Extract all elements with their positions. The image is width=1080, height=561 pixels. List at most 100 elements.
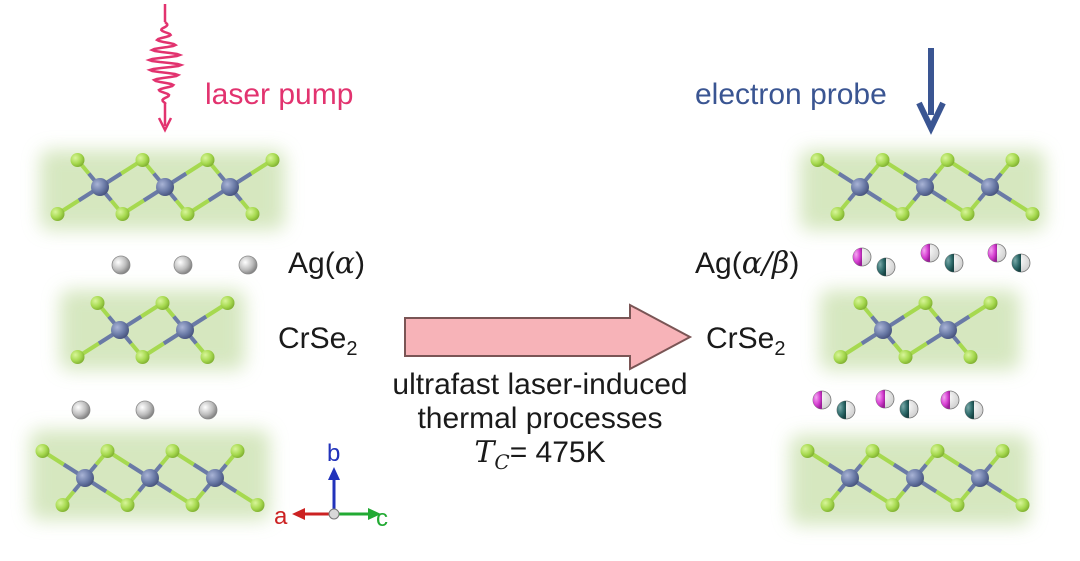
se-atom [100, 444, 115, 458]
cr-atom [141, 469, 159, 487]
se-atom [885, 498, 900, 512]
se-atom [1015, 498, 1030, 512]
se-atom [70, 153, 85, 167]
se-atom [55, 498, 70, 512]
crse2-layers [35, 153, 1040, 512]
axis-b-label: b [327, 440, 341, 467]
se-atom [960, 207, 975, 221]
ag-split-atom [852, 247, 872, 267]
se-atom [180, 207, 195, 221]
se-atom [895, 207, 910, 221]
ag-alpha-label: Ag(α) [288, 246, 365, 281]
se-atom [833, 350, 848, 364]
ag-atom [71, 400, 91, 420]
cr-atom [221, 178, 239, 196]
cr-atom [874, 321, 892, 339]
cr-atom [939, 321, 957, 339]
crse2-layer [800, 444, 1030, 512]
ag-atom [198, 400, 218, 420]
probe-arrow-icon [916, 48, 946, 135]
ag-split-atom [964, 400, 984, 420]
se-atom [265, 153, 280, 167]
cr-atom [76, 469, 94, 487]
ag-atom [111, 255, 131, 275]
se-atom [853, 296, 868, 310]
se-atom [865, 444, 880, 458]
se-atom [50, 207, 65, 221]
cr-atom [971, 469, 989, 487]
cr-atom [981, 178, 999, 196]
process-description: ultrafast laser-induced thermal processe… [365, 368, 715, 474]
se-atom [875, 153, 890, 167]
se-atom [200, 350, 215, 364]
se-atom [1025, 207, 1040, 221]
se-atom [115, 207, 130, 221]
cr-atom [176, 321, 194, 339]
axis-a-label: a [274, 503, 288, 530]
tc-value: TC= 475K [474, 435, 606, 474]
pump-wave-icon [145, 4, 185, 133]
se-atom [120, 498, 135, 512]
process-arrow-icon [404, 303, 693, 371]
crse2-layer [833, 296, 998, 364]
ag-atom [173, 255, 193, 275]
cr-atom [111, 321, 129, 339]
se-atom [930, 444, 945, 458]
ag-split-atom [875, 389, 895, 409]
cr-atom [156, 178, 174, 196]
crse2-layer [35, 444, 265, 512]
cr-atom [916, 178, 934, 196]
ag-alpha-beta-label: Ag(α/β) [695, 246, 800, 281]
axes-icon [292, 467, 381, 520]
se-atom [950, 498, 965, 512]
ag-split-atom [920, 243, 940, 263]
ag-split-atom [944, 253, 964, 273]
se-atom [918, 296, 933, 310]
electron-probe-label: electron probe [695, 78, 887, 111]
process-line-1: ultrafast laser-induced [392, 368, 688, 401]
se-atom [230, 444, 245, 458]
se-atom [90, 296, 105, 310]
se-atom [1005, 153, 1020, 167]
cr-atom [851, 178, 869, 196]
cr-atom [841, 469, 859, 487]
ag-atoms [71, 243, 1031, 420]
se-atom [155, 296, 170, 310]
se-atom [135, 153, 150, 167]
cr-atom [91, 178, 109, 196]
se-atom [35, 444, 50, 458]
se-atom [983, 296, 998, 310]
se-atom [940, 153, 955, 167]
se-atom [898, 350, 913, 364]
se-atom [830, 207, 845, 221]
ag-split-atom [812, 390, 832, 410]
se-atom [250, 498, 265, 512]
se-atom [70, 350, 85, 364]
se-atom [220, 296, 235, 310]
ag-split-atom [940, 390, 960, 410]
crse2-layer [810, 153, 1040, 221]
crse2-layer [70, 296, 235, 364]
laser-pump-label: laser pump [205, 78, 354, 111]
ag-split-atom [876, 257, 896, 277]
process-line-2: thermal processes [417, 402, 663, 435]
ag-split-atom [1011, 253, 1031, 273]
crse2-label-right: CrSe2 [706, 322, 786, 360]
ag-atom [238, 255, 258, 275]
ag-split-atom [899, 399, 919, 419]
se-atom [963, 350, 978, 364]
se-atom [135, 350, 150, 364]
ag-atom [135, 400, 155, 420]
cr-atom [906, 469, 924, 487]
cr-atom [206, 469, 224, 487]
ag-split-atom [987, 243, 1007, 263]
se-atom [245, 207, 260, 221]
crse2-layer [50, 153, 280, 221]
se-atom [800, 444, 815, 458]
axis-c-label: c [376, 505, 388, 532]
se-atom [820, 498, 835, 512]
se-atom [995, 444, 1010, 458]
se-atom [165, 444, 180, 458]
se-atom [810, 153, 825, 167]
se-atom [185, 498, 200, 512]
